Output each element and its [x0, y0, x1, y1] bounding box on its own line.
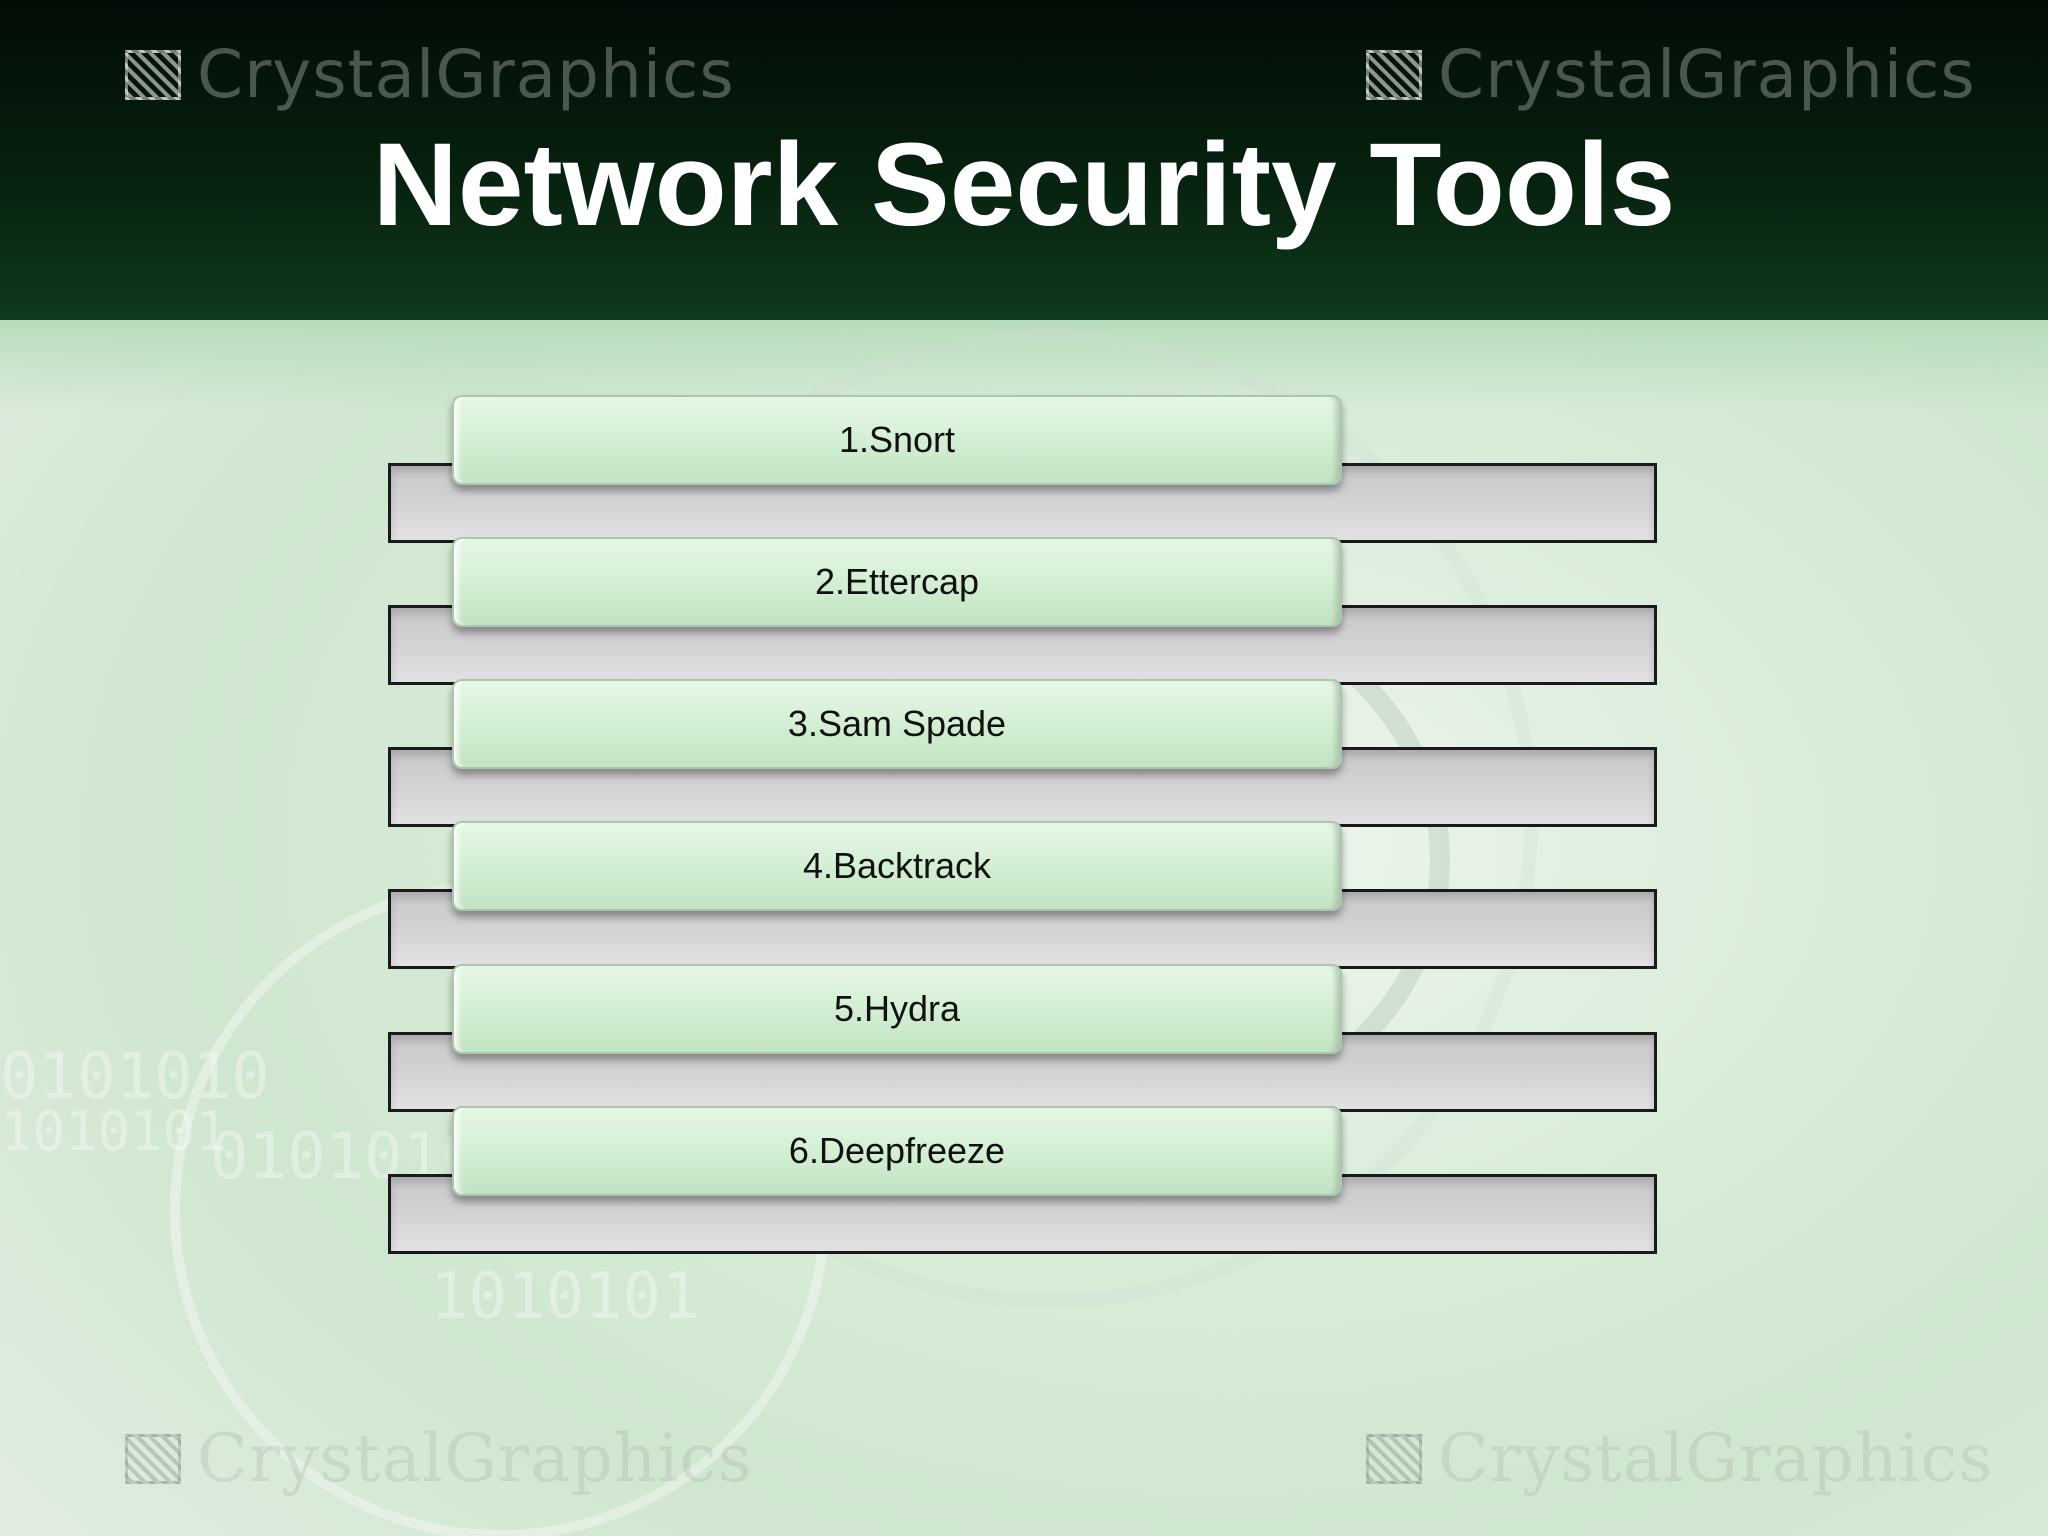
- watermark-bottom-left: CrystalGraphics: [125, 1420, 753, 1497]
- list-item-label: 6.Deepfreeze: [788, 1130, 1006, 1171]
- list-item-label: 2.Ettercap: [814, 561, 980, 602]
- crystalgraphics-logo-icon: [125, 49, 181, 100]
- list-item-label-box: 3.Sam Spade: [452, 679, 1342, 769]
- binary-text-1: 0101010: [0, 1040, 270, 1114]
- crystalgraphics-logo-icon: [125, 1433, 181, 1484]
- slide-header: [0, 0, 2048, 320]
- binary-text-4: 1010101: [430, 1260, 700, 1334]
- watermark-text: CrystalGraphics: [1438, 36, 1976, 113]
- list-item: 4.Backtrack: [388, 821, 1660, 969]
- list-item: 6.Deepfreeze: [388, 1106, 1660, 1254]
- list-item-label-box: 6.Deepfreeze: [452, 1106, 1342, 1196]
- list-item: 1.Snort: [388, 395, 1660, 543]
- binary-text-3: 1010101: [0, 1100, 228, 1163]
- list-item: 3.Sam Spade: [388, 679, 1660, 827]
- watermark-text: CrystalGraphics: [197, 1420, 753, 1497]
- list-item-label-box: 2.Ettercap: [452, 537, 1342, 627]
- list-item: 2.Ettercap: [388, 537, 1660, 685]
- list-item-label-box: 5.Hydra: [452, 964, 1342, 1054]
- watermark-text: CrystalGraphics: [1438, 1420, 1994, 1497]
- crystalgraphics-logo-icon: [1366, 49, 1422, 100]
- watermark-top-right: CrystalGraphics: [1366, 36, 1976, 113]
- crystalgraphics-logo-icon: [1366, 1433, 1422, 1484]
- list-item-label: 4.Backtrack: [802, 845, 992, 886]
- list-item-label-box: 1.Snort: [452, 395, 1342, 485]
- watermark-text: CrystalGraphics: [197, 36, 735, 113]
- watermark-top-left: CrystalGraphics: [125, 36, 735, 113]
- list-item-label: 1.Snort: [838, 419, 956, 460]
- watermark-bottom-right: CrystalGraphics: [1366, 1420, 1994, 1497]
- list-item-label-box: 4.Backtrack: [452, 821, 1342, 911]
- list-item: 5.Hydra: [388, 964, 1660, 1112]
- list-item-label: 5.Hydra: [833, 988, 961, 1029]
- list-item-label: 3.Sam Spade: [787, 703, 1007, 744]
- slide-title: Network Security Tools: [372, 119, 1676, 251]
